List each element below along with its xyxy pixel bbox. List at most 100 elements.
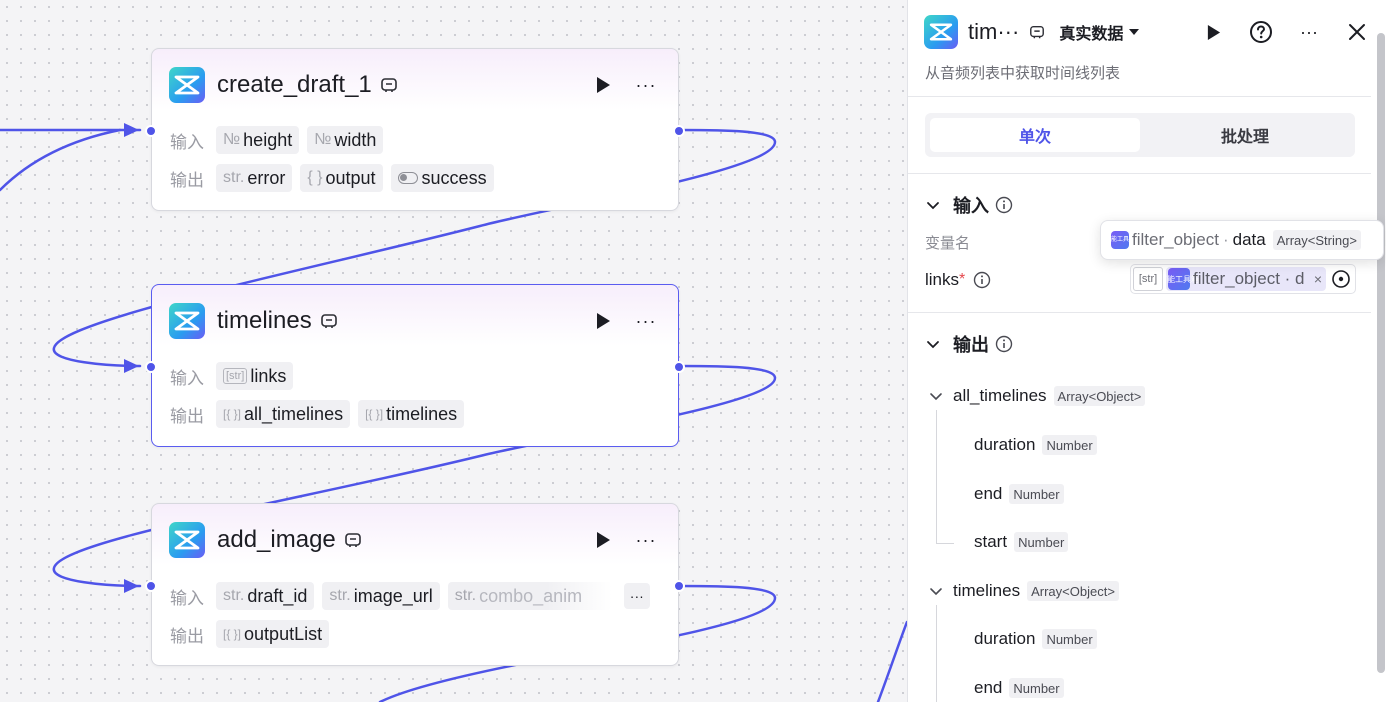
output-section-header[interactable]: 输出 bbox=[925, 332, 1013, 356]
target-icon[interactable] bbox=[1329, 267, 1353, 291]
chevron-down-icon[interactable] bbox=[929, 389, 943, 403]
node-timelines[interactable]: timelines ··· 输入 [str]links 输出 [{ }]all_… bbox=[145, 284, 685, 447]
output-param: [{ }]all_timelines bbox=[216, 400, 351, 428]
tooltip-separator: · bbox=[1222, 230, 1229, 249]
tree-line bbox=[936, 410, 937, 544]
node-header: add_image ··· bbox=[169, 522, 663, 558]
output-param: success bbox=[390, 164, 494, 192]
output-param: [{ }]timelines bbox=[358, 400, 465, 428]
node-output-row: 输出 str.error { }output success bbox=[170, 164, 502, 192]
input-param: str.draft_id bbox=[216, 582, 315, 610]
boolean-type-icon bbox=[397, 172, 418, 184]
output-name: start bbox=[974, 532, 1008, 551]
edge-curve-left-top bbox=[0, 128, 122, 192]
caret-down-icon bbox=[1129, 29, 1140, 35]
variable-reference-chip[interactable]: 万能工具箱 filter_object · d × bbox=[1166, 267, 1326, 291]
node-more-button[interactable]: ··· bbox=[635, 310, 657, 331]
tab-batch[interactable]: 批处理 bbox=[1220, 129, 1269, 146]
input-handle[interactable] bbox=[145, 580, 157, 592]
input-param: str.combo_anim bbox=[447, 582, 612, 610]
divider bbox=[908, 312, 1371, 313]
output-handle[interactable] bbox=[673, 125, 685, 137]
plugin-icon bbox=[320, 312, 338, 330]
node-title: create_draft_1 bbox=[217, 71, 372, 98]
edge-to-panel-bottom bbox=[876, 620, 909, 702]
input-label: 输入 bbox=[170, 368, 204, 388]
node-more-button[interactable]: ··· bbox=[635, 529, 657, 550]
number-type-icon: № bbox=[314, 131, 332, 148]
input-handle[interactable] bbox=[145, 361, 157, 373]
type-badge: Array<String> bbox=[1272, 230, 1361, 250]
node-header: create_draft_1 ··· bbox=[169, 67, 663, 103]
node-detail-panel: tim··· 真实数据 ··· 从音频列表中获取时间线列表 单次 批处理 输入 … bbox=[907, 0, 1386, 702]
number-type-icon: № bbox=[223, 131, 241, 148]
variable-reference-field[interactable]: [str] 万能工具箱 filter_object · d × bbox=[1130, 264, 1356, 294]
output-child-row: duration Number bbox=[974, 433, 1097, 457]
panel-title[interactable]: tim··· bbox=[968, 19, 1020, 44]
more-params-button[interactable]: ··· bbox=[623, 583, 650, 609]
chevron-down-icon bbox=[925, 336, 941, 352]
output-group-row: all_timelines Array<Object> bbox=[929, 384, 1146, 408]
panel-scrollbar[interactable] bbox=[1377, 33, 1385, 673]
output-name: end bbox=[974, 678, 1003, 697]
node-input-row: 输入 str.draft_id str.image_url str.combo_… bbox=[170, 582, 662, 610]
data-mode-dropdown[interactable]: 真实数据 bbox=[1059, 20, 1140, 44]
run-node-button[interactable] bbox=[589, 526, 617, 554]
run-node-button[interactable] bbox=[589, 71, 617, 99]
node-output-row: 输出 [{ }]outputList bbox=[170, 620, 337, 648]
toolbox-logo-icon: 万能工具箱 bbox=[1105, 231, 1135, 249]
reference-value: filter_object · d bbox=[1193, 269, 1305, 288]
output-section-title: 输出 bbox=[953, 335, 989, 355]
output-group-row: timelines Array<Object> bbox=[929, 579, 1119, 603]
output-param: [{ }]outputList bbox=[216, 620, 330, 648]
chevron-down-icon[interactable] bbox=[929, 584, 943, 598]
node-input-row: 输入 [str]links bbox=[170, 362, 301, 390]
output-child-row: end Number bbox=[974, 676, 1064, 700]
toolbox-logo-icon: 万能工具箱 bbox=[1166, 268, 1199, 290]
edge-create-draft-to-timelines bbox=[52, 128, 777, 368]
node-output-row: 输出 [{ }]all_timelines [{ }]timelines bbox=[170, 400, 472, 428]
type-selector[interactable]: [str] bbox=[1133, 267, 1163, 291]
remove-reference-icon[interactable]: × bbox=[1313, 271, 1322, 287]
type-badge: Array<Object> bbox=[1053, 386, 1146, 406]
string-type-icon: str. bbox=[454, 587, 477, 604]
output-child-row: start Number bbox=[974, 530, 1069, 554]
node-add-image[interactable]: add_image ··· 输入 str.draft_id str.image_… bbox=[145, 503, 685, 666]
plugin-icon bbox=[344, 531, 362, 549]
input-label: 输入 bbox=[170, 132, 204, 152]
run-node-button[interactable] bbox=[589, 307, 617, 335]
output-label: 输出 bbox=[170, 626, 204, 646]
ellipsis-icon[interactable]: ··· bbox=[1300, 21, 1318, 42]
run-node-button[interactable] bbox=[1198, 17, 1228, 47]
divider bbox=[908, 173, 1371, 174]
output-handle[interactable] bbox=[673, 580, 685, 592]
type-badge: Number bbox=[1042, 435, 1097, 455]
output-name: duration bbox=[974, 435, 1036, 454]
output-handle[interactable] bbox=[673, 361, 685, 373]
input-section-header[interactable]: 输入 bbox=[925, 193, 1013, 217]
type-badge: Number bbox=[1042, 629, 1097, 649]
variable-tooltip: 万能工具箱 filter_object · data Array<String> bbox=[1100, 220, 1384, 260]
data-mode-label: 真实数据 bbox=[1059, 26, 1124, 43]
output-name: end bbox=[974, 484, 1003, 503]
output-param: str.error bbox=[216, 164, 293, 192]
info-icon[interactable] bbox=[973, 271, 991, 289]
close-icon[interactable] bbox=[1342, 17, 1372, 47]
info-icon[interactable] bbox=[995, 196, 1013, 214]
string-type-icon: str. bbox=[223, 587, 245, 604]
info-icon[interactable] bbox=[995, 335, 1013, 353]
input-field-row: links* bbox=[925, 266, 991, 294]
tab-single[interactable]: 单次 bbox=[930, 118, 1140, 152]
help-circle-icon[interactable] bbox=[1246, 17, 1276, 47]
input-handle[interactable] bbox=[145, 125, 157, 137]
node-title: timelines bbox=[217, 307, 312, 334]
chevron-down-icon bbox=[925, 197, 941, 213]
tooltip-node-name: filter_object bbox=[1132, 230, 1219, 249]
node-more-button[interactable]: ··· bbox=[635, 74, 657, 95]
output-name: timelines bbox=[953, 581, 1021, 600]
input-section-title: 输入 bbox=[953, 196, 989, 216]
